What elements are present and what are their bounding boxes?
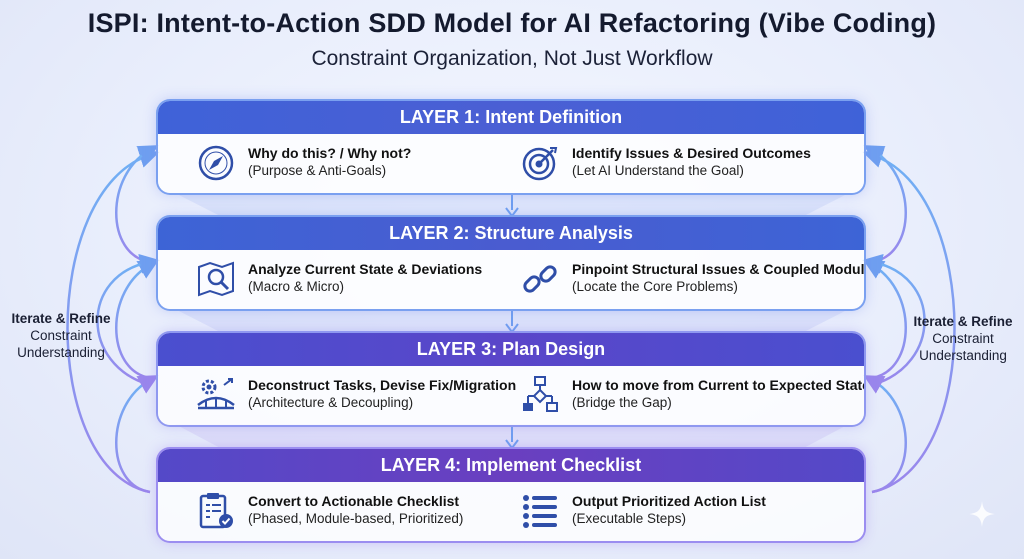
side-right-line3: Understanding: [919, 348, 1007, 363]
side-left-line2: Constraint: [30, 328, 92, 343]
layer-3-left-title: Deconstruct Tasks, Devise Fix/Migration: [248, 377, 517, 393]
loop-arrow-right-2: [863, 260, 907, 380]
layer-3-left-sub: (Architecture & Decoupling): [248, 395, 414, 410]
side-left-line3: Understanding: [17, 345, 105, 360]
layer-3-right-title: How to move from Current to Expected Sta…: [572, 377, 864, 393]
layer-1-card: LAYER 1: Intent Definition Why do this? …: [158, 101, 864, 193]
layer-2-card: LAYER 2: Structure Analysis Analyze Curr…: [158, 217, 864, 309]
sparkle-icon: [969, 501, 995, 527]
layer-2-left-title: Analyze Current State & Deviations: [248, 261, 483, 277]
loop-arrow-right-mid: [862, 254, 926, 387]
layer-3-title: LAYER 3: Plan Design: [158, 333, 864, 366]
layer-3-card: LAYER 3: Plan Design Deconstruct Tasks, …: [158, 333, 864, 425]
layer-2-left-sub: (Macro & Micro): [248, 279, 345, 294]
layer-2-title: LAYER 2: Structure Analysis: [158, 217, 864, 250]
chain-link-icon: [523, 265, 557, 293]
layer-4-left-sub: (Phased, Module-based, Prioritized): [248, 511, 464, 526]
layer-4-right-title: Output Prioritized Action List: [572, 493, 766, 509]
target-icon: [522, 147, 558, 181]
layer-2-right-sub: (Locate the Core Problems): [572, 279, 738, 294]
map-magnifier-icon: [198, 261, 234, 297]
loop-arrow-left-3: [115, 375, 159, 494]
page-subtitle: Constraint Organization, Not Just Workfl…: [311, 47, 713, 70]
gear-bridge-icon: [197, 378, 235, 410]
layer-4-right-sub: (Executable Steps): [572, 511, 687, 526]
side-right-bold: Iterate & Refine: [913, 314, 1013, 329]
clipboard-check-icon: [199, 493, 233, 529]
loop-arrow-right-outer: [862, 148, 956, 494]
layer-1-right-title: Identify Issues & Desired Outcomes: [572, 145, 811, 161]
layer-4-left-title: Convert to Actionable Checklist: [248, 493, 460, 509]
flowchart-icon: [523, 376, 558, 412]
loop-arrow-right-1: [863, 145, 907, 264]
layer-1-right-sub: (Let AI Understand the Goal): [572, 163, 744, 178]
side-right-line2: Constraint: [932, 331, 994, 346]
compass-icon: [198, 145, 234, 181]
layer-2-right-title: Pinpoint Structural Issues & Coupled Mod…: [572, 261, 864, 277]
layer-4-title: LAYER 4: Implement Checklist: [158, 449, 864, 482]
list-icon: [523, 495, 557, 528]
loop-arrow-left-mid: [96, 254, 160, 387]
layer-3-right-sub: (Bridge the Gap): [572, 395, 672, 410]
page-title: ISPI: Intent-to-Action SDD Model for AI …: [87, 8, 937, 38]
side-label-right: Iterate & Refine Constraint Understandin…: [908, 313, 1018, 364]
side-left-bold: Iterate & Refine: [11, 311, 111, 326]
loop-arrow-left-outer: [66, 148, 160, 494]
layer-1-left-title: Why do this? / Why not?: [248, 145, 412, 161]
layer-1-left-sub: (Purpose & Anti-Goals): [248, 163, 387, 178]
side-label-left: Iterate & Refine Constraint Understandin…: [6, 310, 116, 361]
layer-1-title: LAYER 1: Intent Definition: [158, 101, 864, 134]
loop-arrow-right-3: [863, 375, 907, 494]
loop-arrow-left-1: [115, 145, 159, 264]
layer-4-card: LAYER 4: Implement Checklist Convert to …: [158, 449, 864, 541]
loop-arrow-left-2: [115, 260, 159, 380]
